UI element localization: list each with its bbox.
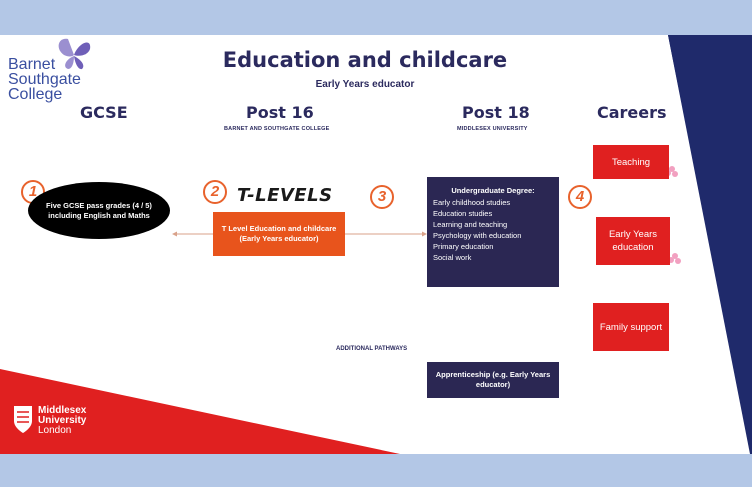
degree-item: Psychology with education bbox=[433, 231, 522, 240]
university-logo-line: University bbox=[38, 415, 87, 426]
navy-wedge-main bbox=[668, 35, 752, 454]
column-heading-gcse: GCSE bbox=[80, 103, 128, 122]
tlevel-course-box: T Level Education and childcare (Early Y… bbox=[213, 212, 345, 256]
column-heading-post16: Post 16 bbox=[246, 103, 314, 122]
logo-line: Southgate bbox=[8, 71, 81, 88]
career-box-family-support: Family support bbox=[593, 303, 669, 351]
step-number-4: 4 bbox=[568, 185, 592, 209]
arrowhead-left bbox=[172, 231, 177, 237]
logo-line: Barnet bbox=[8, 56, 56, 73]
page-subtitle: Early Years educator bbox=[315, 79, 415, 90]
degree-item: Early childhood studies bbox=[433, 198, 511, 207]
apprenticeship-box: Apprenticeship (e.g. Early Years educato… bbox=[427, 362, 559, 398]
degree-item: Primary education bbox=[433, 242, 494, 251]
degree-item: Learning and teaching bbox=[433, 220, 508, 229]
red-wedge bbox=[0, 369, 400, 454]
column-sub-post16: BARNET AND SOUTHGATE COLLEGE bbox=[224, 126, 330, 132]
tlevels-logo: T-LEVELS bbox=[237, 185, 333, 206]
college-logo: Barnet Southgate College bbox=[8, 56, 81, 103]
degree-heading: Undergraduate Degree: bbox=[451, 186, 535, 195]
step-number-2: 2 bbox=[203, 180, 227, 204]
degree-box: Undergraduate Degree: Early childhood st… bbox=[427, 177, 559, 287]
university-logo-line: London bbox=[38, 425, 72, 436]
column-sub-post18: MIDDLESEX UNIVERSITY bbox=[457, 126, 528, 132]
university-crest-icon bbox=[14, 406, 32, 433]
gcse-requirement-oval: Five GCSE pass grades (4 / 5) including … bbox=[28, 182, 170, 239]
step-number-3: 3 bbox=[370, 185, 394, 209]
logo-line: College bbox=[8, 86, 63, 103]
degree-item: Social work bbox=[433, 253, 472, 262]
slide: Barnet Southgate College Education and c… bbox=[0, 35, 752, 454]
butterfly-logo-icon bbox=[58, 38, 91, 70]
arrowhead-right bbox=[422, 231, 427, 237]
background-shapes bbox=[0, 35, 752, 454]
university-logo-line: Middlesex bbox=[38, 405, 87, 416]
column-heading-post18: Post 18 bbox=[462, 103, 530, 122]
university-logo: Middlesex University London bbox=[38, 406, 86, 436]
column-heading-careers: Careers bbox=[597, 103, 667, 122]
page-title: Education and childcare bbox=[222, 48, 508, 72]
career-box-teaching: Teaching bbox=[593, 145, 669, 179]
additional-pathways-label: ADDITIONAL PATHWAYS bbox=[336, 346, 408, 352]
career-box-early-years: Early Years education bbox=[596, 217, 670, 265]
degree-item: Education studies bbox=[433, 209, 493, 218]
